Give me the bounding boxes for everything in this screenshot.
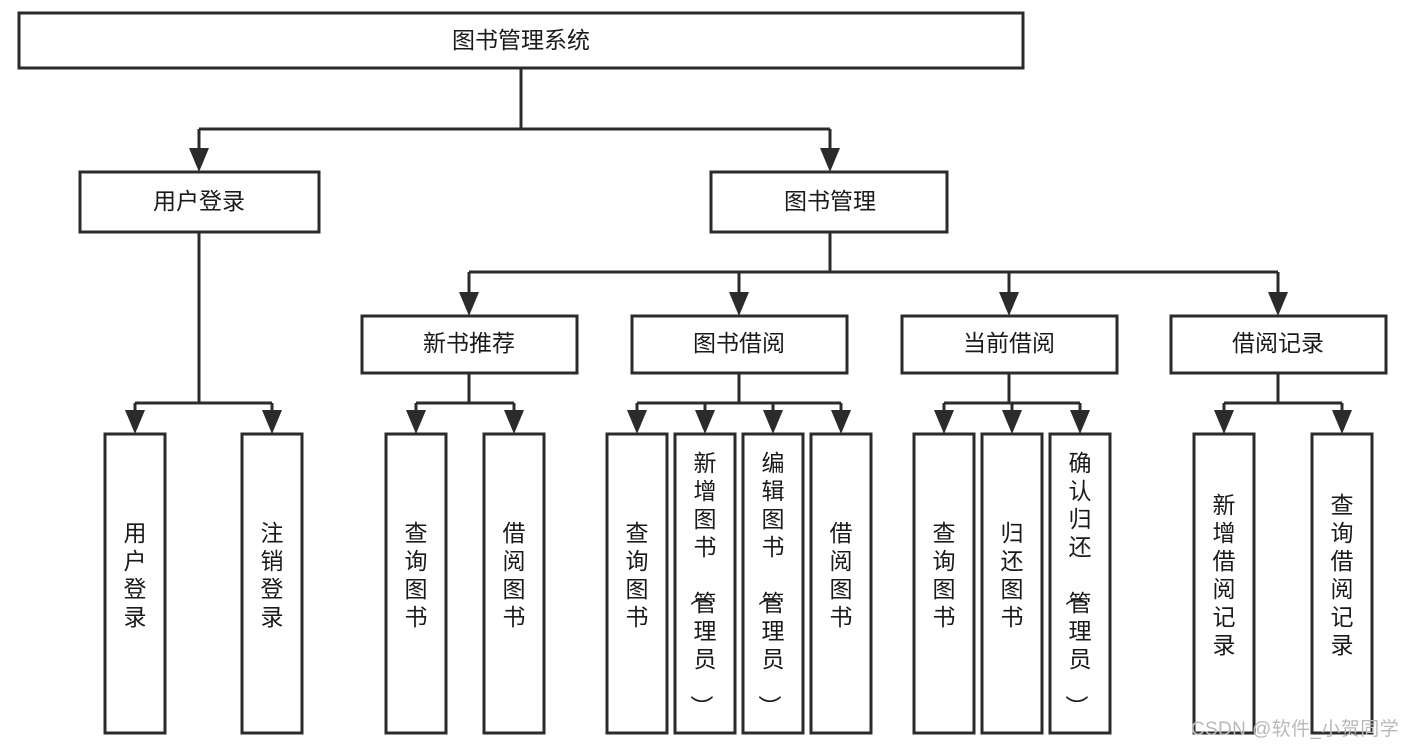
- node-leaf-10[interactable]: 归还图书: [980, 432, 1044, 735]
- node-current-borrow-label: 当前借阅: [963, 330, 1055, 356]
- arrowhead-user-login: [189, 148, 209, 172]
- node-leaf-7-label: 编辑图书（管理员）: [757, 450, 785, 718]
- node-leaf-3[interactable]: 查询图书: [384, 432, 448, 735]
- node-book-borrow-box[interactable]: [630, 314, 849, 375]
- arrowhead-leaf-12: [1214, 410, 1234, 434]
- node-root-box[interactable]: [17, 11, 1025, 70]
- node-new-book-rec-label: 新书推荐: [423, 330, 515, 356]
- node-borrow-record-label: 借阅记录: [1232, 330, 1324, 356]
- node-leaf-11[interactable]: 确认归还（管理员）: [1048, 432, 1112, 735]
- node-leaf-1[interactable]: 用户登录: [103, 432, 167, 735]
- node-book-borrow-label: 图书借阅: [693, 330, 785, 356]
- node-leaf-12-box[interactable]: [1192, 432, 1256, 735]
- node-leaf-1-box[interactable]: [103, 432, 167, 735]
- node-leaf-8[interactable]: 借阅图书: [809, 432, 873, 735]
- arrowhead-new-book-rec: [459, 292, 479, 316]
- arrowhead-leaf-13: [1332, 410, 1352, 434]
- arrowhead-current-borrow: [999, 292, 1019, 316]
- node-leaf-11-label: 确认归还（管理员）: [1064, 450, 1092, 718]
- arrowhead-leaf-6: [695, 410, 715, 434]
- node-leaf-4-label: 借阅图书: [503, 520, 526, 630]
- node-root-label: 图书管理系统: [452, 27, 590, 53]
- node-borrow-record[interactable]: 借阅记录: [1169, 314, 1388, 375]
- node-book-borrow[interactable]: 图书借阅: [630, 314, 849, 375]
- node-leaf-3-box[interactable]: [384, 432, 448, 735]
- node-leaf-5[interactable]: 查询图书: [605, 432, 669, 735]
- node-leaf-12-label: 新增借阅记录: [1213, 492, 1236, 658]
- arrowhead-leaf-2: [262, 410, 282, 434]
- node-leaf-3-label: 查询图书: [405, 520, 428, 630]
- edge-layer: [125, 68, 1352, 434]
- node-leaf-9-box[interactable]: [912, 432, 976, 735]
- arrowhead-leaf-7: [763, 410, 783, 434]
- node-leaf-6[interactable]: 新增图书（管理员）: [673, 432, 737, 735]
- arrowhead-leaf-3: [406, 410, 426, 434]
- node-leaf-12[interactable]: 新增借阅记录: [1192, 432, 1256, 735]
- node-book-manage-label: 图书管理: [784, 188, 876, 214]
- node-book-manage-box[interactable]: [709, 170, 949, 234]
- node-leaf-10-label: 归还图书: [1001, 520, 1024, 630]
- arrowhead-leaf-4: [504, 410, 524, 434]
- node-current-borrow[interactable]: 当前借阅: [900, 314, 1119, 375]
- node-book-manage[interactable]: 图书管理: [709, 170, 949, 234]
- node-current-borrow-box[interactable]: [900, 314, 1119, 375]
- node-leaf-6-box[interactable]: [673, 432, 737, 735]
- node-leaf-7[interactable]: 编辑图书（管理员）: [741, 432, 805, 735]
- node-leaf-6-label: 新增图书（管理员）: [689, 450, 717, 718]
- node-new-book-rec-box[interactable]: [360, 314, 579, 375]
- node-leaf-7-box[interactable]: [741, 432, 805, 735]
- arrowhead-leaf-1: [125, 410, 145, 434]
- arrowhead-borrow-record: [1268, 292, 1288, 316]
- node-leaf-13[interactable]: 查询借阅记录: [1310, 432, 1374, 735]
- arrowhead-leaf-9: [934, 410, 954, 434]
- arrowhead-leaf-11: [1070, 410, 1090, 434]
- node-leaf-4[interactable]: 借阅图书: [482, 432, 546, 735]
- node-user-login[interactable]: 用户登录: [78, 170, 321, 234]
- node-leaf-4-box[interactable]: [482, 432, 546, 735]
- node-leaf-11-box[interactable]: [1048, 432, 1112, 735]
- node-leaf-9-label: 查询图书: [933, 520, 956, 630]
- node-leaf-2[interactable]: 注销登录: [240, 432, 304, 735]
- node-leaf-8-box[interactable]: [809, 432, 873, 735]
- arrowhead-leaf-8: [831, 410, 851, 434]
- node-new-book-rec[interactable]: 新书推荐: [360, 314, 579, 375]
- node-leaf-2-label: 注销登录: [261, 520, 284, 630]
- arrowhead-leaf-10: [1002, 410, 1022, 434]
- node-user-login-label: 用户登录: [153, 188, 245, 214]
- node-root[interactable]: 图书管理系统: [17, 11, 1025, 70]
- node-leaf-8-label: 借阅图书: [830, 520, 853, 630]
- arrowhead-leaf-5: [627, 410, 647, 434]
- arrowhead-book-manage: [820, 148, 840, 172]
- node-borrow-record-box[interactable]: [1169, 314, 1388, 375]
- node-leaf-1-label: 用户登录: [124, 520, 147, 630]
- node-leaf-5-label: 查询图书: [626, 520, 649, 630]
- node-leaf-5-box[interactable]: [605, 432, 669, 735]
- node-leaf-9[interactable]: 查询图书: [912, 432, 976, 735]
- node-leaf-13-box[interactable]: [1310, 432, 1374, 735]
- node-leaf-10-box[interactable]: [980, 432, 1044, 735]
- node-user-login-box[interactable]: [78, 170, 321, 234]
- arrowhead-book-borrow: [729, 292, 749, 316]
- node-leaf-13-label: 查询借阅记录: [1331, 492, 1354, 658]
- node-leaf-2-box[interactable]: [240, 432, 304, 735]
